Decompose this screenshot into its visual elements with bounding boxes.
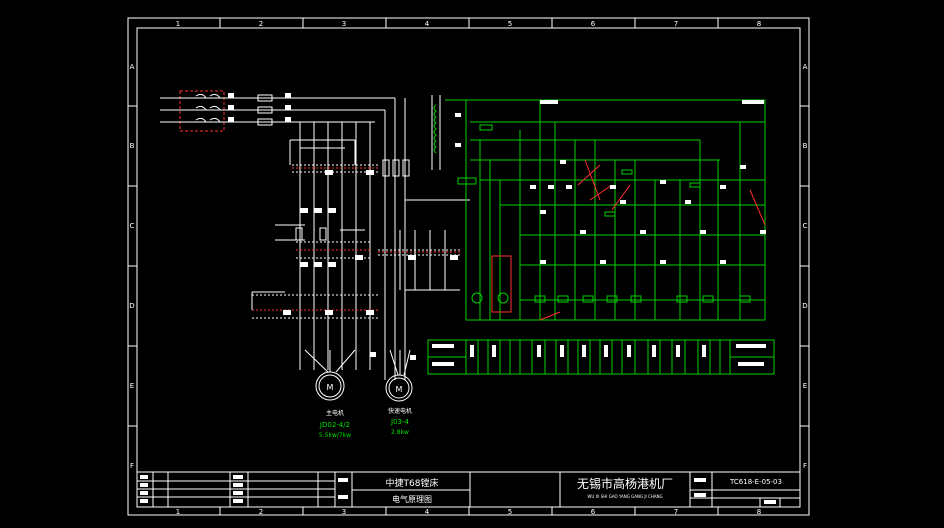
col-label: 5 [508,508,512,516]
row-label: F [130,462,134,470]
fuse [479,124,493,131]
col-label: 4 [425,508,430,516]
drawing-number: TC618-E-05-03 [729,478,782,486]
col-label: 2 [259,508,263,516]
column-labels-top: 1 2 3 4 5 6 7 8 [176,20,761,28]
rapid-motor: M 快速电机 J03-4 2.8kw [385,374,413,436]
drawing-subtitle: 电气原理图 [392,494,432,504]
indicator-lamp [471,292,483,304]
row-label: C [130,222,135,230]
rapid-motor-model: J03-4 [390,418,409,426]
rapid-motor-name: 快速电机 [388,407,412,415]
row-labels-left: A B C D E F [129,63,134,470]
main-motor-model: JD02-4/2 [319,421,350,429]
grid-ticks [128,18,809,515]
main-switch-box [179,90,225,132]
row-label: C [803,222,808,230]
row-label: E [130,382,134,390]
col-label: 8 [757,508,761,516]
col-label: 2 [259,20,263,28]
relay [689,182,701,188]
col-label: 5 [508,20,512,28]
col-label: 4 [425,20,430,28]
lamp-box [491,255,512,313]
row-label: B [130,142,135,150]
power-circuit [160,90,470,380]
row-labels-right: A B C D E F [802,63,807,470]
outer-border [127,17,810,516]
fuse [257,118,273,126]
fuse [402,159,410,177]
column-labels-bottom: 1 2 3 4 5 6 7 8 [176,508,761,516]
rapid-motor-power: 2.8kw [391,429,409,436]
relay [621,169,633,175]
col-label: 6 [591,508,596,516]
drawing-title: 中捷T68镗床 [386,477,439,489]
fuse [382,159,390,177]
main-motor-name: 主电机 [326,409,344,417]
row-label: D [129,302,134,310]
motor-symbol: M [327,383,334,392]
thermal-relay [319,227,327,241]
fuse [392,159,400,177]
col-label: 1 [176,508,180,516]
control-circuit [431,95,766,321]
col-label: 7 [674,508,678,516]
fuse [257,94,273,102]
col-label: 1 [176,20,180,28]
row-label: F [803,462,807,470]
function-table [427,339,775,375]
fuse [257,106,273,114]
relay [604,211,616,217]
col-label: 3 [342,20,346,28]
col-label: 6 [591,20,596,28]
row-label: A [803,63,808,71]
relay [457,177,477,185]
indicator-lamp [497,292,509,304]
row-label: D [802,302,807,310]
title-block: 中捷T68镗床 电气原理图 无锡市高杨港机厂 WU XI SHI GAO YAN… [136,471,801,508]
main-motor-power: 5.5kw/7kw [319,432,351,439]
main-motor: M 主电机 JD02-4/2 5.5kw/7kw [315,371,351,439]
row-label: B [803,142,808,150]
thermal-relay [295,227,303,241]
motor-symbol: M [396,385,403,394]
company-pinyin: WU XI SHI GAO YANG GANG JI CHANG [587,494,662,499]
col-label: 8 [757,20,761,28]
col-label: 7 [674,20,678,28]
col-label: 3 [342,508,346,516]
row-label: E [803,382,807,390]
row-label: A [130,63,135,71]
company-name: 无锡市高杨港机厂 [577,476,673,491]
